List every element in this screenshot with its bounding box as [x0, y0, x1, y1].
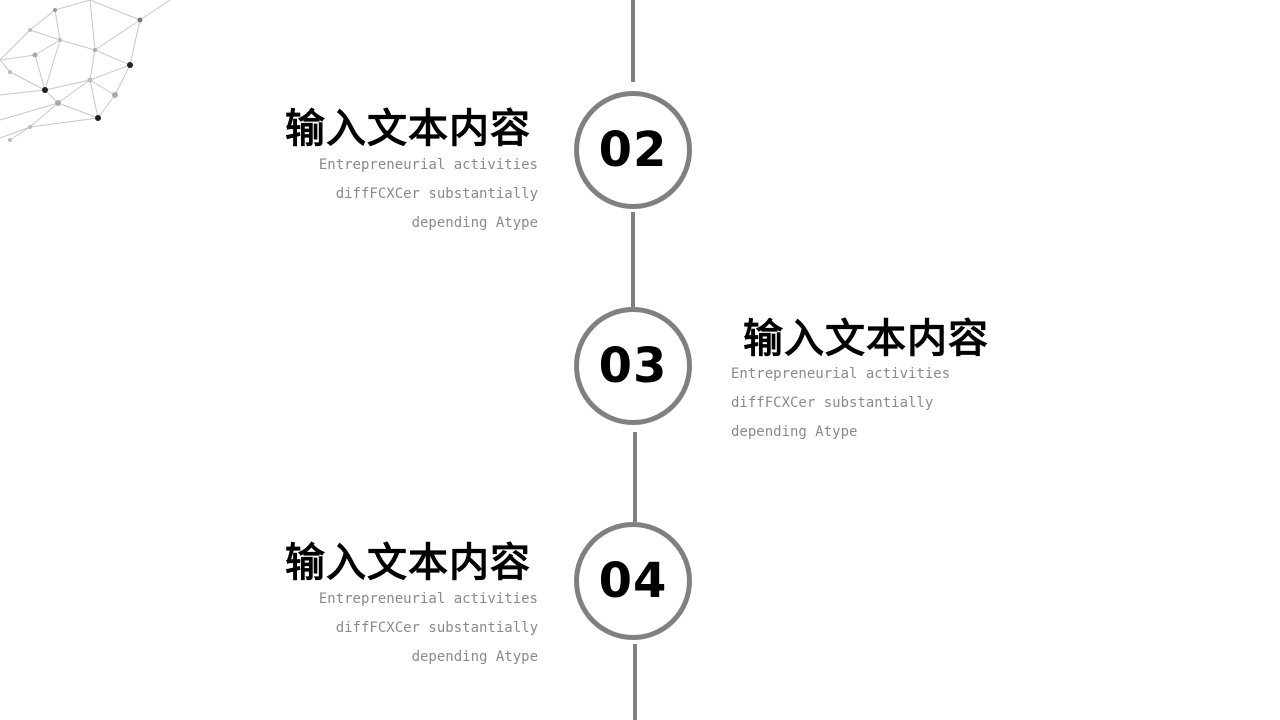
description-line: depending Atype [411, 649, 538, 665]
step-node-04: 04 [574, 522, 692, 640]
step-node-03: 03 [574, 307, 692, 425]
step-number: 04 [598, 553, 668, 609]
network-decoration [0, 0, 171, 142]
item-title: 输入文本内容 [285, 540, 531, 586]
step-number: 03 [598, 338, 668, 394]
item-title: 输入文本内容 [285, 106, 531, 152]
item-description: Entrepreneurial activities diffFCXCer su… [319, 585, 538, 672]
description-line: Entrepreneurial activities [318, 591, 538, 607]
description-line: diffFCXCer substantially [731, 395, 934, 411]
step-number: 02 [598, 122, 668, 178]
description-line: diffFCXCer substantially [335, 620, 538, 636]
item-description: Entrepreneurial activities diffFCXCer su… [319, 151, 538, 238]
step-node-02: 02 [574, 91, 692, 209]
item-description: Entrepreneurial activities diffFCXCer su… [731, 360, 950, 447]
description-line: Entrepreneurial activities [318, 157, 538, 173]
description-line: Entrepreneurial activities [731, 366, 951, 382]
description-line: diffFCXCer substantially [335, 186, 538, 202]
description-line: depending Atype [731, 424, 858, 440]
description-line: depending Atype [411, 215, 538, 231]
item-title: 输入文本内容 [743, 316, 989, 362]
